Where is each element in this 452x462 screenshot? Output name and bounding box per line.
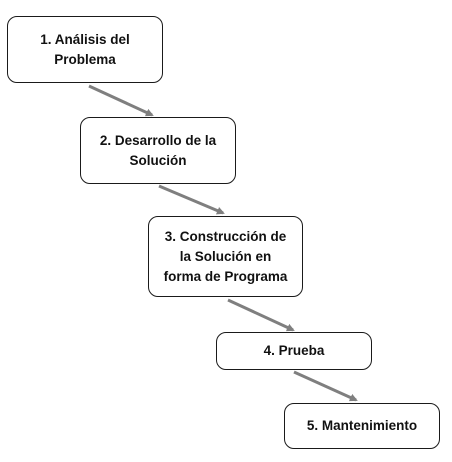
step-box-desarrollo: 2. Desarrollo de la Solución	[80, 117, 236, 184]
connector-arrow-1-2	[88, 84, 154, 117]
step-label-analisis: 1. Análisis del Problema	[40, 31, 130, 67]
connector-arrow-3-4	[227, 298, 295, 332]
step-label-prueba: 4. Prueba	[263, 343, 325, 358]
step-box-analisis: 1. Análisis del Problema	[7, 16, 163, 83]
connector-arrow-4-5	[293, 370, 358, 402]
step-label-construccion: 3. Construcción de la Solución en forma …	[163, 228, 288, 284]
step-box-construccion: 3. Construcción de la Solución en forma …	[148, 216, 303, 297]
step-label-mantenimiento: 5. Mantenimiento	[306, 418, 418, 433]
step-box-prueba: 4. Prueba	[216, 332, 372, 370]
step-box-mantenimiento: 5. Mantenimiento	[284, 403, 440, 449]
step-label-desarrollo: 2. Desarrollo de la Solución	[99, 132, 217, 168]
connector-arrow-2-3	[158, 184, 225, 215]
